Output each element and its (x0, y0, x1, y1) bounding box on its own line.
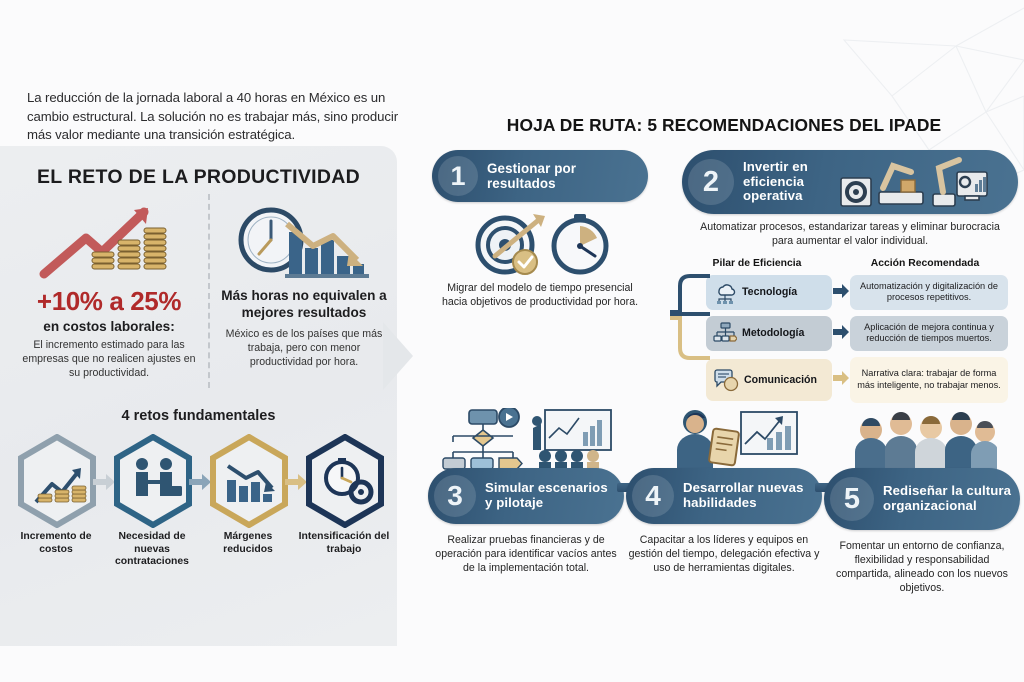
challenge-label-1: Incremento de costos (20, 531, 92, 555)
matrix-col-pillar: Pilar de Eficiencia (712, 257, 802, 269)
stat-cost-label: en costos laborales: (43, 319, 175, 334)
org-flowchart-icon (713, 322, 737, 343)
recommendation-card-1[interactable]: 1 Gestionar por resultados Migrar del mo… (432, 150, 648, 310)
challenge-label-2: Necesidad de nuevas contrataciones (115, 531, 189, 568)
matrix-pillar-3-label: Comunicación (744, 373, 817, 386)
challenge-hex-2 (114, 434, 192, 528)
card-5-description: Fomentar un entorno de confianza, flexib… (836, 540, 1008, 594)
card-5-number: 5 (830, 477, 874, 521)
challenge-labels: Incremento de costos Necesidad de nuevas… (10, 531, 392, 601)
hex-connector-3 (285, 474, 307, 490)
matrix-row-2[interactable]: Metodología Aplicación de mejora continu… (706, 315, 1018, 351)
card-4-title: Desarrollar nuevas habilidades (683, 480, 804, 510)
card-4-description: Capacitar a los líderes y equipos en ges… (628, 534, 820, 574)
card-1-description: Migrar del modelo de tiempo presencial h… (441, 282, 639, 308)
matrix-header-row: Pilar de Eficiencia Acción Recomendada (682, 258, 1018, 269)
matrix-pillar-2[interactable]: Metodología (706, 315, 832, 351)
matrix-col-action: Acción Recomendada (870, 257, 980, 269)
hex-connector-2 (189, 474, 211, 490)
person-clipboard-growth-icon (677, 410, 798, 470)
stat-hours-headline: Más horas no equivalen a mejores resulta… (221, 288, 387, 320)
stat-cost-description: El incremento estimado para las empresas… (22, 339, 196, 379)
clock-declining-bars-icon (238, 207, 369, 278)
stat-hours-description: México es de los países que más trabaja,… (225, 328, 383, 368)
left-panel: EL RETO DE LA PRODUCTIVIDAD +10% a 25% e… (0, 146, 397, 646)
cloud-network-icon (717, 284, 736, 305)
robot-arm-factory-monitor-icon (840, 157, 988, 207)
pill-connector-3-4 (617, 483, 633, 492)
recommendation-card-5[interactable]: 5 Rediseñar la cultura organizacional Fo… (824, 408, 1020, 596)
matrix-pillar-2-label: Metodología (742, 327, 805, 340)
matrix-action-1: Automatización y digitalización de proce… (850, 274, 1008, 310)
card-2-description: Automatizar procesos, estandarizar tarea… (700, 221, 1000, 247)
card-2-title: Invertir en eficiencia operativa (743, 158, 808, 204)
stat-hours-block: Más horas no equivalen a mejores resulta… (216, 202, 392, 369)
matrix-arrow-1 (832, 283, 850, 301)
team-people-group-icon (855, 412, 997, 470)
card-3-pill[interactable]: 3 Simular escenarios y pilotaje (428, 468, 624, 524)
matrix-row-1[interactable]: Tecnología Automatización y digitalizaci… (706, 274, 1018, 310)
card-3-title: Simular escenarios y pilotaje (485, 480, 608, 510)
matrix-pillar-1[interactable]: Tecnología (706, 274, 832, 310)
challenge-hex-1 (18, 434, 96, 528)
challenge-hex-3 (210, 434, 288, 528)
panel-transition-arrow (383, 322, 413, 390)
recommendation-card-4[interactable]: 4 Desarrollar nuevas habilidades Capacit… (626, 408, 822, 576)
card-3-number: 3 (434, 475, 476, 517)
card-3-description: Realizar pruebas financieras y de operac… (435, 534, 617, 574)
cost-growth-chart-icon (39, 207, 167, 279)
efficiency-matrix: Pilar de Eficiencia Acción Recomendada T… (670, 258, 1018, 403)
challenge-hex-4 (306, 434, 384, 528)
challenge-label-3: Márgenes reducidos (223, 531, 273, 555)
recommendation-card-3[interactable]: 3 Simular escenarios y pilotaje Realizar… (428, 408, 624, 576)
matrix-pillar-3[interactable]: Comunicación (706, 358, 832, 401)
stat-cost-block: +10% a 25% en costos laborales: El incre… (14, 202, 204, 380)
target-arrow-stopwatch-icon (475, 214, 609, 275)
right-panel-title: HOJA DE RUTA: 5 RECOMENDACIONES DEL IPAD… (506, 115, 942, 135)
recommendation-card-2[interactable]: 2 Invertir en eficiencia operativa (670, 150, 1018, 403)
card-4-pill[interactable]: 4 Desarrollar nuevas habilidades (626, 468, 822, 524)
card-1-number: 1 (438, 156, 478, 196)
pill-connector-4-5 (815, 483, 831, 492)
matrix-row-3[interactable]: Comunicación Narrativa clara: trabajar d… (706, 356, 1018, 403)
matrix-action-3: Narrativa clara: trabajar de forma más i… (850, 356, 1008, 403)
card-2-number: 2 (688, 159, 734, 205)
card-5-pill[interactable]: 5 Rediseñar la cultura organizacional (824, 468, 1020, 530)
matrix-pillar-1-label: Tecnología (742, 286, 798, 299)
card-5-title: Rediseñar la cultura organizacional (883, 483, 1012, 513)
speech-bubbles-icon (714, 369, 739, 392)
challenges-title: 4 retos fundamentales (121, 408, 276, 424)
challenge-label-4: Intensificación del trabajo (298, 531, 390, 555)
challenges-hexagon-row (16, 434, 386, 534)
matrix-arrow-3 (832, 371, 850, 388)
hex-connector-1 (93, 474, 115, 490)
matrix-bracket (670, 273, 710, 360)
card-2-pill[interactable]: 2 Invertir en eficiencia operativa (682, 150, 1018, 214)
matrix-arrow-2 (832, 324, 850, 342)
flowchart-presentation-icon (442, 408, 612, 470)
card-4-number: 4 (632, 475, 674, 517)
stat-cost-value: +10% a 25% (36, 286, 182, 316)
card-1-pill[interactable]: 1 Gestionar por resultados (432, 150, 648, 202)
intro-paragraph: La reducción de la jornada laboral a 40 … (27, 90, 398, 143)
vertical-divider (208, 194, 210, 388)
card-1-title: Gestionar por resultados (487, 161, 577, 191)
left-panel-title: EL RETO DE LA PRODUCTIVIDAD (36, 166, 360, 188)
matrix-action-2: Aplicación de mejora continua y reducció… (850, 315, 1008, 351)
